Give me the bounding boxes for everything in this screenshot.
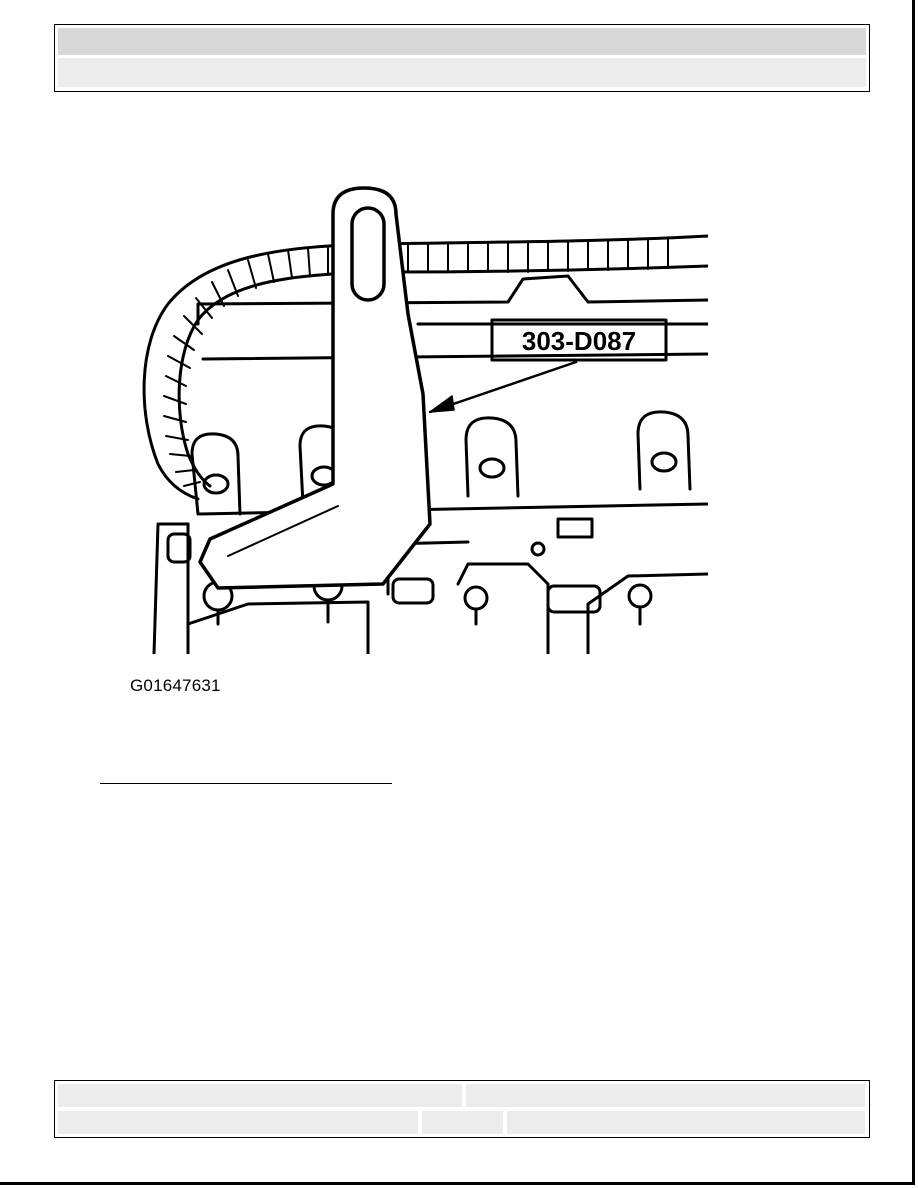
footer-cell (466, 1084, 865, 1107)
bolt-bosses (190, 410, 692, 516)
document-header (54, 24, 870, 92)
lower-engine-details (166, 517, 708, 654)
header-title-bar (58, 28, 866, 55)
horizontal-rule (100, 783, 392, 784)
footer-cell (422, 1111, 503, 1134)
mounting-bolts (202, 570, 653, 626)
wiring-harness (142, 234, 708, 501)
footer-cell (507, 1111, 865, 1134)
header-subtitle-bar (58, 58, 866, 87)
footer-cell (58, 1084, 462, 1107)
engine-illustration: 303-D087 (142, 186, 708, 654)
special-tool (198, 186, 432, 590)
document-footer (54, 1080, 870, 1138)
footer-cell (58, 1111, 418, 1134)
callout-label: 303-D087 (522, 326, 636, 356)
figure-id: G01647631 (130, 676, 221, 695)
tool-callout: 303-D087 (428, 318, 668, 414)
